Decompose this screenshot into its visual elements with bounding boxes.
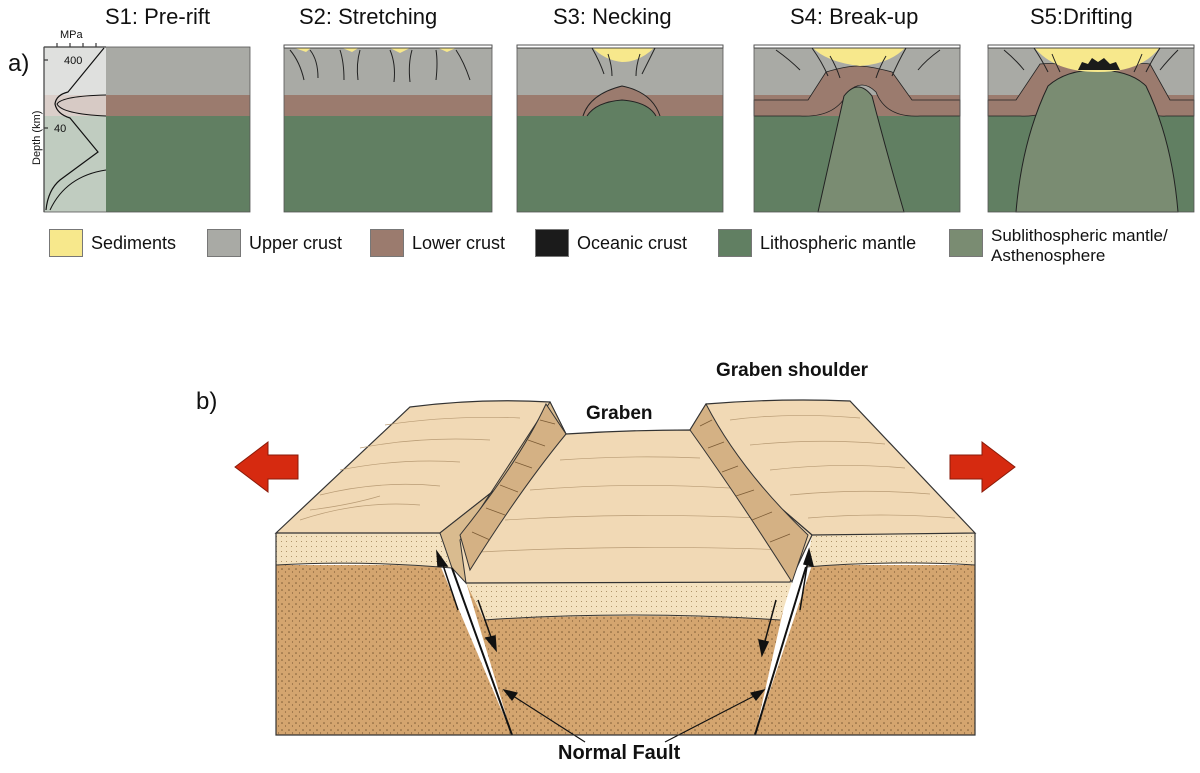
right-extension-arrow-icon — [949, 440, 1016, 494]
normal-fault-label: Normal Fault — [558, 742, 681, 764]
left-shoulder — [274, 400, 567, 534]
oceanic-crust-mark — [1078, 58, 1120, 70]
legend-label: Sediments — [91, 233, 177, 253]
right-fault-scarp — [689, 402, 809, 584]
legend-oceanic-crust: Oceanic crust — [535, 229, 687, 259]
graben-shoulder-label: Graben shoulder — [716, 360, 869, 381]
strength-profile-overlay — [44, 47, 106, 212]
legend-swatch — [207, 229, 241, 257]
legend-label: Upper crust — [249, 233, 343, 253]
depth-tick-label: 40 — [54, 123, 66, 135]
legend-label: Lithospheric mantle — [760, 233, 917, 253]
stage-title-s2: S2: Stretching — [299, 4, 438, 29]
legend-label: Sublithospheric mantle/ Asthenosphere — [991, 226, 1168, 266]
legend-swatch — [370, 229, 404, 257]
legend-lithospheric-mantle: Lithospheric mantle — [718, 229, 916, 259]
legend-swatch — [535, 229, 569, 257]
legend-label: Oceanic crust — [577, 233, 688, 253]
stage-title-s1: S1: Pre-rift — [105, 4, 211, 29]
legend-sublithospheric-mantle: Sublithospheric mantle/ Asthenosphere — [949, 226, 1168, 265]
stage-title-s3: S3: Necking — [553, 4, 672, 29]
stage-s3-section — [516, 44, 724, 213]
stage-s2-section — [283, 44, 493, 213]
rift-stages-diagram: MPa 400 40 Depth (km) — [31, 29, 1195, 213]
stage-title-s4: S4: Break-up — [790, 4, 919, 29]
stage-s5-section — [987, 44, 1195, 213]
mpa-tick-label: 400 — [64, 55, 82, 67]
depth-axis-label: Depth (km) — [31, 111, 43, 165]
stage-s4-section — [753, 44, 961, 213]
normal-fault-pointers — [502, 689, 766, 743]
mpa-unit-label: MPa — [60, 29, 84, 41]
fault-motion-arrows — [436, 547, 815, 658]
right-shoulder — [689, 399, 977, 536]
legend-sediments: Sediments — [49, 229, 176, 259]
block-front-face — [275, 533, 976, 735]
legend-label-line2: Asthenosphere — [991, 246, 1106, 265]
legend-swatch — [49, 229, 83, 257]
panel-a-label: a) — [8, 50, 30, 77]
legend-upper-crust: Upper crust — [207, 229, 342, 259]
legend-label: Lower crust — [412, 233, 506, 253]
graben-label: Graben — [586, 403, 653, 424]
legend-lower-crust: Lower crust — [370, 229, 505, 259]
fault-lines — [451, 566, 807, 736]
panel-b-label: b) — [196, 388, 218, 415]
stage-title-s5: S5:Drifting — [1030, 4, 1133, 29]
left-extension-arrow-icon — [234, 440, 299, 494]
stage-s1-section — [43, 43, 251, 213]
legend-label-line1: Sublithospheric mantle/ — [991, 226, 1168, 245]
legend-swatch — [718, 229, 752, 257]
legend-swatch — [949, 229, 983, 257]
